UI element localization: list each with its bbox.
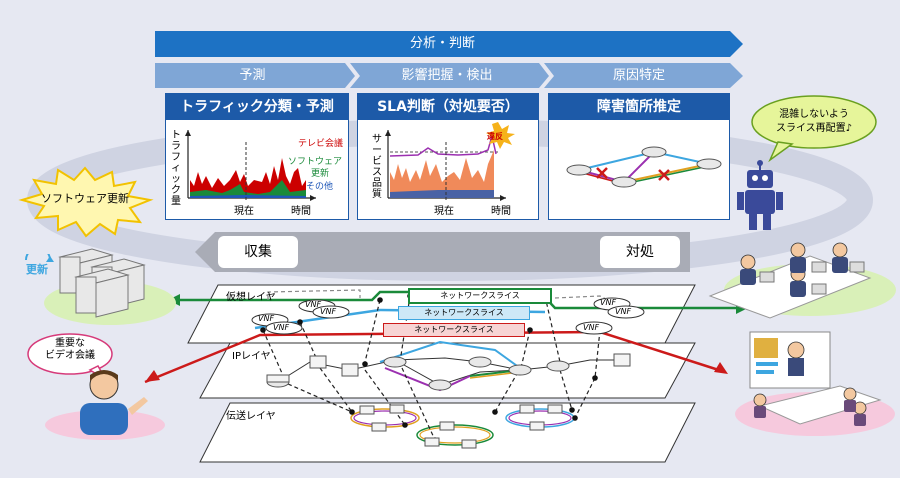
violation-badge: 違反: [487, 132, 503, 141]
y-axis-label: トラフィック量: [171, 130, 181, 207]
vnf-nodes: [251, 297, 645, 335]
layer-drop-lines: [262, 295, 601, 441]
legend-software: ソフトウェア: [288, 157, 343, 167]
traffic-chart: [185, 130, 316, 201]
stage-cause: [544, 63, 743, 88]
stage-impact: [350, 63, 549, 88]
robot-speech-line2: スライス再配置♪: [775, 123, 853, 134]
vnf-label: VNF: [258, 314, 275, 323]
network-slice-green: ネットワークスライス: [408, 288, 552, 304]
panel-title: 障害箇所推定: [549, 94, 729, 120]
transport-nodes: [359, 404, 563, 449]
ip-layer-plane: [199, 342, 696, 399]
vnf-label: VNF: [600, 298, 617, 307]
x-label-now: 現在: [434, 206, 454, 217]
sla-chart: [385, 122, 515, 201]
cycle-arrow-band: [195, 232, 690, 272]
robot-icon: [737, 160, 783, 230]
panel-fault-localization: 障害箇所推定: [548, 93, 730, 220]
robot-speech-bubble: [751, 95, 877, 162]
user-person: [45, 370, 165, 440]
transport-layer-label: 伝送レイヤ: [226, 411, 276, 422]
analysis-banner-label: 分析・判断: [409, 36, 475, 51]
legend-other: その他: [306, 182, 334, 192]
ip-layer-label: IPレイヤ: [232, 351, 271, 362]
software-update-label: ソフトウェア更新: [41, 192, 129, 205]
handle-label: 対処: [600, 236, 680, 268]
collect-label: 収集: [218, 236, 298, 268]
fault-topology: [566, 146, 722, 188]
analysis-banner: [155, 31, 743, 57]
other-area: [190, 195, 306, 198]
stage-label-prediction: 予測: [239, 68, 266, 83]
vnf-label: VNF: [305, 300, 322, 309]
meeting-room: [735, 331, 895, 436]
ip-routers: [266, 353, 631, 391]
video-bubble-line2: ビデオ会議: [45, 350, 95, 361]
update-cycle-icon: [25, 254, 54, 262]
x-label-time: 時間: [491, 206, 511, 217]
x-label-now: 現在: [234, 206, 254, 217]
stage-label-impact: 影響把握・検出: [401, 68, 493, 83]
update-label: 更新: [26, 263, 48, 276]
vnf-label: VNF: [583, 323, 600, 332]
robot-speech-line1: 混雑しないよう: [779, 109, 849, 120]
process-banner: [155, 31, 743, 88]
y-axis-label: サービス品質: [372, 134, 382, 200]
panel-sla-judgement: SLA判断（対処要否） 違反 サービス品質 現在 時間: [357, 93, 539, 220]
video-bubble-text: 重要な ビデオ会議: [30, 338, 110, 362]
office-workers: [708, 242, 896, 319]
legend-teleconf: テレビ会議: [298, 139, 344, 149]
vnf-label: VNF: [320, 307, 337, 316]
network-slice-blue: ネットワークスライス: [398, 306, 530, 320]
vnf-label: VNF: [273, 323, 290, 332]
vnf-label: VNF: [615, 307, 632, 316]
fault-mark: [596, 167, 670, 181]
video-bubble-line1: 重要な: [55, 338, 85, 349]
virtual-layer-label: 仮想レイヤ: [226, 292, 276, 303]
panel-title: トラフィック分類・予測: [166, 94, 348, 120]
x-label-time: 時間: [291, 206, 311, 217]
stage-label-cause: 原因特定: [612, 68, 665, 83]
robot-speech-text: 混雑しないよう スライス再配置♪: [756, 108, 872, 136]
violation-burst: [486, 122, 515, 149]
quality-line: [389, 135, 497, 157]
legend-update: 更新: [311, 169, 330, 179]
panel-traffic-prediction: トラフィック分類・予測 トラフィック量 現在 時間 テレビ会議 ソフトウェア 更…: [165, 93, 349, 220]
software-update-burst: [18, 166, 154, 238]
traffic-area: [390, 150, 494, 198]
software-area: [190, 180, 306, 198]
stage-prediction: [155, 63, 355, 88]
network-slice-red: ネットワークスライス: [383, 323, 525, 337]
panel-title: SLA判断（対処要否）: [358, 94, 538, 120]
server-cluster: [44, 248, 176, 325]
